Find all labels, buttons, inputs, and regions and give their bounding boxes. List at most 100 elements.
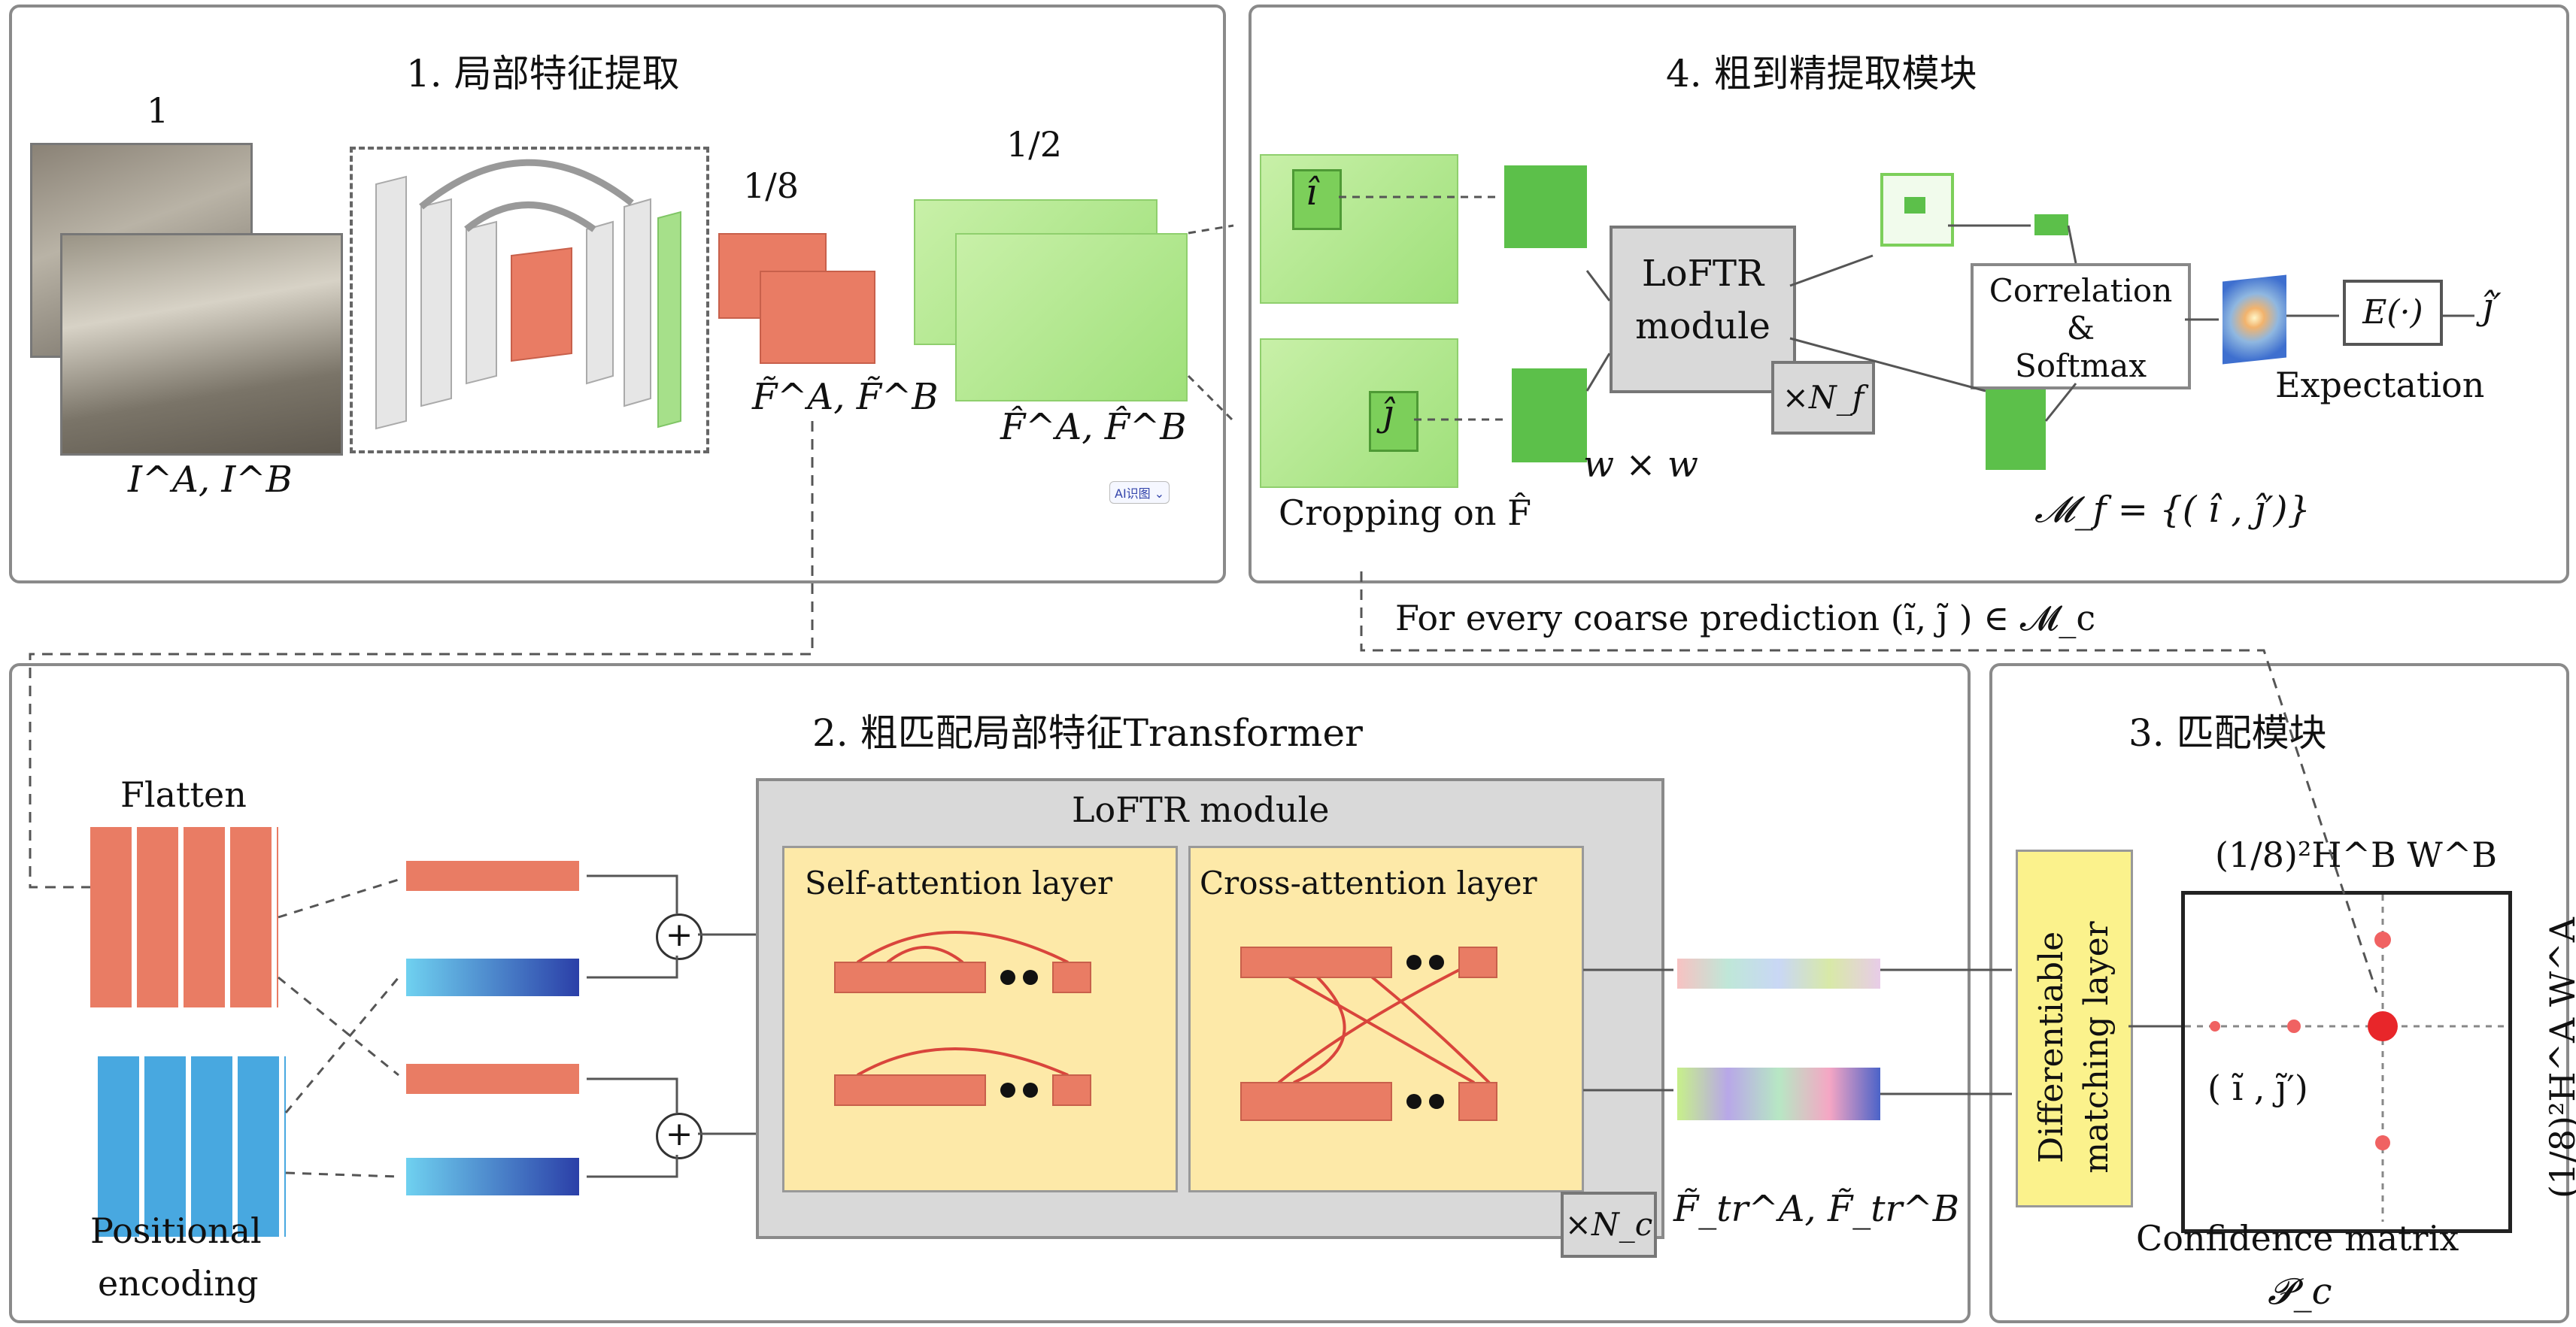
panel-3-title: 3. 匹配模块 — [2128, 711, 2327, 755]
coarse-features-label: F̃^A, F̃^B — [752, 376, 939, 418]
nc-repeat-badge: ×N_c — [1561, 1192, 1657, 1258]
positional-encoding-label-1: Positional — [90, 1210, 262, 1251]
connector-flatten-a — [278, 878, 399, 919]
pos-row-b — [406, 1158, 579, 1195]
confidence-matrix-label: Confidence matrix — [2136, 1218, 2459, 1259]
panel-2-title: 2. 粗匹配局部特征Transformer — [812, 711, 1363, 755]
token-row-a — [406, 861, 579, 891]
self-attention-label: Self-attention layer — [805, 865, 1113, 901]
j-hat-label: ĵ — [1382, 392, 1394, 435]
final-output-label: ĵ′ — [2482, 286, 2502, 328]
ellipsis-dot — [1000, 970, 1015, 985]
flatten-coarse-features — [90, 827, 278, 1007]
connector-token-add-b — [587, 1077, 678, 1113]
self-attn-arc-1 — [856, 931, 1069, 964]
self-attn-arc-3 — [856, 1047, 1069, 1077]
token-row-b — [406, 1064, 579, 1094]
transformer-output-b — [1677, 1068, 1880, 1120]
correlation-line3: Softmax — [2014, 347, 2147, 384]
self-attn-token-end-1 — [1052, 962, 1091, 993]
connector-out-a — [1789, 254, 1874, 287]
cross-attn-tokens-2 — [1240, 1082, 1392, 1121]
transformer-output-label: F̃_tr^A, F̃_tr^B — [1673, 1188, 1959, 1230]
self-attention-layer — [782, 846, 1178, 1192]
expectation-box: E(·) — [2343, 280, 2443, 346]
matrix-point-lower — [2375, 1135, 2390, 1150]
scale-half-label: 1/2 — [1006, 124, 1063, 165]
cross-attn-edge-2 — [1293, 961, 1346, 1084]
transformer-output-a — [1677, 959, 1880, 989]
scale-full-label: 1 — [147, 90, 169, 131]
self-attn-tokens-1 — [834, 962, 986, 993]
correlation-line1: Correlation — [1989, 272, 2173, 309]
ellipsis-dot — [1000, 1083, 1015, 1098]
pc-label: 𝓟_c — [2268, 1271, 2332, 1313]
confidence-matrix — [2181, 891, 2512, 1233]
cross-attention-label: Cross-attention layer — [1200, 865, 1537, 901]
correlation-softmax-box: Correlation & Softmax — [1971, 263, 2191, 389]
connector-fine-b — [1187, 374, 1235, 423]
connector-to-corr — [2067, 225, 2077, 264]
differentiable-matching-layer: Differentiable matching layer — [2016, 850, 2133, 1207]
connector-pos-add-a — [587, 956, 678, 979]
j-hat-patch — [1369, 391, 1418, 452]
backbone-network — [350, 147, 709, 453]
coarse-prediction-text: For every coarse prediction (ĩ, j̃ ) ∈ 𝓜… — [1395, 598, 2096, 638]
ellipsis-dot — [1023, 1083, 1038, 1098]
coarse-loftr-title: LoFTR module — [1072, 789, 1330, 830]
panel-1-title: 1. 局部特征提取 — [406, 52, 680, 95]
matrix-top-axis: (1/8)²H^B W^B — [2215, 835, 2498, 875]
fine-output-center-a — [1904, 197, 1925, 214]
input-image-b — [60, 233, 343, 456]
ellipsis-dot — [1406, 955, 1422, 970]
self-attn-arc-2 — [886, 946, 964, 964]
fine-features-label: F̂^A, F̂^B — [1000, 406, 1187, 448]
crop-window-b — [1260, 338, 1458, 488]
connector-loftr-a — [1585, 270, 1611, 301]
flatten-label: Flatten — [120, 774, 247, 815]
ellipsis-dot — [1429, 955, 1444, 970]
matrix-point-left — [2210, 1021, 2220, 1032]
cropping-label: Cropping on F̂ — [1279, 492, 1532, 533]
panel-coarse-to-fine — [1249, 5, 2569, 583]
cross-attention-layer — [1188, 846, 1584, 1192]
add-op-icon-b: + — [656, 1113, 702, 1159]
input-images-label: I^A, I^B — [128, 459, 293, 501]
fine-loftr-line2: module — [1635, 305, 1770, 347]
cross-attn-edge-4 — [1352, 961, 1491, 1084]
i-hat-patch — [1292, 169, 1342, 230]
ai-recognition-badge[interactable]: AI识图 ⌄ — [1109, 481, 1170, 504]
correlation-line2: & — [2066, 310, 2095, 347]
matched-point-label: ( ĩ , j̃′) — [2207, 1068, 2308, 1108]
connector-pos-add-b — [587, 1155, 678, 1178]
positional-encoding-grid — [98, 1056, 286, 1237]
cross-attn-edge-1 — [1263, 961, 1475, 1084]
connector-out-b — [1789, 337, 1986, 392]
fine-loftr-module: LoFTR module — [1610, 226, 1796, 393]
connector-patch-b-corr — [2044, 383, 2077, 422]
expectation-label: Expectation — [2275, 365, 2485, 405]
cross-attn-token-end-1 — [1458, 947, 1497, 978]
connector-flatten-b — [278, 976, 399, 1077]
fine-output-point — [2034, 214, 2068, 235]
connector-coarse-prediction — [1360, 571, 2378, 993]
ellipsis-dot — [1023, 970, 1038, 985]
self-attn-tokens-2 — [834, 1074, 986, 1106]
crop-patch-b — [1512, 368, 1587, 462]
matrix-point-best-match — [2368, 1011, 2398, 1041]
fine-match-set: 𝓜_f = {( î , ĵ′)} — [2034, 489, 2311, 531]
matrix-point-mid — [2287, 1019, 2301, 1033]
cross-attn-edge-3 — [1277, 961, 1475, 1084]
connector-pos-a — [284, 977, 400, 1113]
nf-repeat-badge: ×N_f — [1771, 361, 1875, 435]
cross-attn-token-end-2 — [1458, 1082, 1497, 1121]
self-attn-token-end-2 — [1052, 1074, 1091, 1106]
pos-row-a — [406, 959, 579, 996]
ellipsis-dot — [1429, 1094, 1444, 1109]
fine-loftr-line1: LoFTR — [1641, 253, 1764, 295]
crop-patch-a — [1504, 165, 1587, 248]
ellipsis-dot — [1406, 1094, 1422, 1109]
connector-fine-a — [1188, 224, 1234, 235]
